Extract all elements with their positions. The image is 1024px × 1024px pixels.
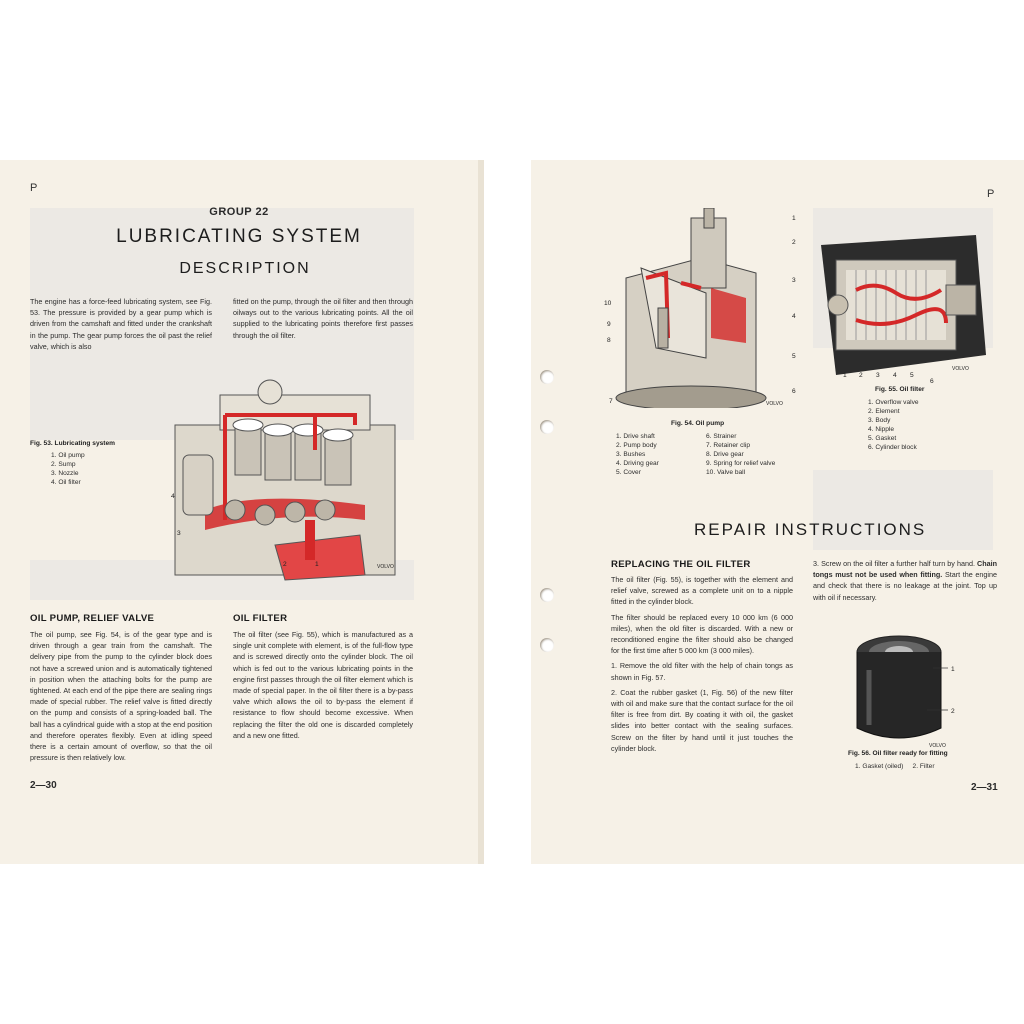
group-label: GROUP 22 [209, 206, 269, 218]
fig55-caption: Fig. 55. Oil filter [875, 386, 925, 393]
legend-item: 4. Oil filter [51, 479, 81, 486]
legend-item: 9. Spring for relief valve [706, 460, 776, 467]
callout: 5 [910, 372, 914, 379]
replacing-column: The oil filter (Fig. 55), is together wi… [611, 574, 793, 754]
binder-hole [540, 588, 554, 602]
page-number: 2—31 [971, 782, 998, 793]
oil-filter-illustration: 1 2 VOLVO [856, 635, 955, 749]
fig53-legend: 1. Oil pump 2. Sump 3. Nozzle 4. Oil fil… [51, 451, 85, 487]
volvo-mark: VOLVO [377, 564, 394, 570]
callout: 2 [283, 561, 287, 568]
legend-item: 6. Cylinder block [868, 444, 917, 451]
legend-item: 7. Retainer clip [706, 442, 750, 449]
legend-item: 3. Body [868, 417, 891, 424]
page-number: 2—30 [30, 780, 57, 791]
callout: 2 [792, 239, 796, 246]
callout: 4 [893, 372, 897, 379]
replacing-paragraph-1: The oil filter (Fig. 55), is together wi… [611, 575, 793, 607]
legend-item: 1. Drive shaft [616, 433, 655, 440]
oil-pump-text: The oil pump, see Fig. 54, is of the gea… [30, 630, 212, 763]
callout: 3 [876, 372, 880, 379]
intro-column-1: The engine has a force-feed lubricating … [30, 297, 212, 351]
callout: 1 [951, 666, 955, 673]
callout: 3 [792, 277, 796, 284]
callout: 6 [930, 378, 934, 385]
fig54-caption: Fig. 54. Oil pump [671, 420, 725, 427]
replacing-paragraph-2: The filter should be replaced every 10 0… [611, 612, 793, 656]
binder-hole [540, 370, 554, 384]
legend-item: 6. Strainer [706, 433, 737, 440]
legend-item: 5. Cover [616, 469, 641, 476]
step-3-warning: Chain tongs must not be used when fittin… [813, 559, 997, 580]
legend-item: 4. Nipple [868, 426, 895, 433]
fig54-legend-col2: 6. Strainer 7. Retainer clip 8. Drive ge… [706, 432, 775, 477]
callout: 1 [315, 561, 319, 568]
section-title-description: DESCRIPTION [179, 260, 311, 277]
callout: 3 [177, 530, 181, 537]
oil-pump-illustration: 1 2 3 4 5 6 7 8 9 10 VOLVO [604, 208, 796, 408]
callout: 10 [604, 300, 612, 307]
legend-item: 1. Overflow valve [868, 399, 919, 406]
legend-item: 2. Pump body [616, 442, 657, 449]
callout: 2 [859, 372, 863, 379]
page-gutter [478, 160, 484, 864]
legend-item: 2. Sump [51, 461, 76, 468]
step-3-text-c: Start the engine and check that there is… [813, 570, 998, 602]
fig56-caption: Fig. 56. Oil filter ready for fitting [848, 750, 948, 757]
right-page: P 1 2 3 4 5 6 7 8 9 10 VOLVO Fig. 54. Oi… [531, 160, 1024, 864]
callout: 2 [951, 708, 955, 715]
callout: 8 [607, 337, 611, 344]
callout: 9 [607, 321, 611, 328]
oil-filter-cutaway-illustration: 1 2 3 4 5 6 VOLVO [821, 235, 986, 385]
fig53-caption: Fig. 53. Lubricating system [30, 440, 116, 447]
step-3: 3. Screw on the oil filter a further hal… [813, 558, 997, 603]
callout: 6 [792, 388, 796, 395]
page-corner-mark: P [987, 188, 995, 200]
callout: 1 [843, 372, 847, 379]
legend-item: 4. Driving gear [616, 460, 659, 467]
volvo-mark: VOLVO [952, 366, 969, 372]
heading-oil-pump: OIL PUMP, RELIEF VALVE [30, 613, 155, 624]
page-title: LUBRICATING SYSTEM [116, 226, 362, 247]
oil-filter-text: The oil filter (see Fig. 55), which is m… [233, 630, 413, 740]
binder-hole [540, 638, 554, 652]
callout: 4 [792, 313, 796, 320]
legend-item: 2. Element [868, 408, 900, 415]
left-page: P GROUP 22 LUBRICATING SYSTEM DESCRIPTIO… [0, 160, 478, 864]
step-2: 2. Coat the rubber gasket (1, Fig. 56) o… [611, 687, 793, 753]
binder-hole [540, 420, 554, 434]
callout: 5 [792, 353, 796, 360]
fig54-legend-col1: 1. Drive shaft 2. Pump body 3. Bushes 4.… [616, 432, 659, 477]
section-title-repair: REPAIR INSTRUCTIONS [694, 520, 927, 539]
engine-lubrication-illustration: 4 3 2 1 VOLVO [171, 379, 396, 581]
heading-replacing-oil-filter: REPLACING THE OIL FILTER [611, 559, 751, 570]
legend-item: 8. Drive gear [706, 451, 744, 458]
step-3-text-a: 3. Screw on the oil filter a further hal… [813, 559, 975, 568]
fig55-legend: 1. Overflow valve 2. Element 3. Body 4. … [868, 398, 919, 452]
callout: 4 [171, 493, 175, 500]
callout: 1 [792, 215, 796, 222]
volvo-mark: VOLVO [929, 743, 946, 749]
volvo-mark: VOLVO [766, 401, 783, 407]
legend-item: 3. Nozzle [51, 470, 79, 477]
step-1: 1. Remove the old filter with the help o… [611, 661, 793, 682]
legend-item: 5. Gasket [868, 435, 897, 442]
legend-item: 1. Oil pump [51, 452, 85, 459]
legend-item: 10. Valve ball [706, 469, 746, 476]
legend-item: 3. Bushes [616, 451, 646, 458]
heading-oil-filter: OIL FILTER [233, 613, 288, 624]
callout: 7 [609, 398, 613, 405]
intro-column-2: fitted on the pump, through the oil filt… [233, 297, 413, 340]
fig56-legend: 1. Gasket (oiled) 2. Filter [855, 763, 935, 770]
page-corner-mark: P [30, 182, 38, 194]
